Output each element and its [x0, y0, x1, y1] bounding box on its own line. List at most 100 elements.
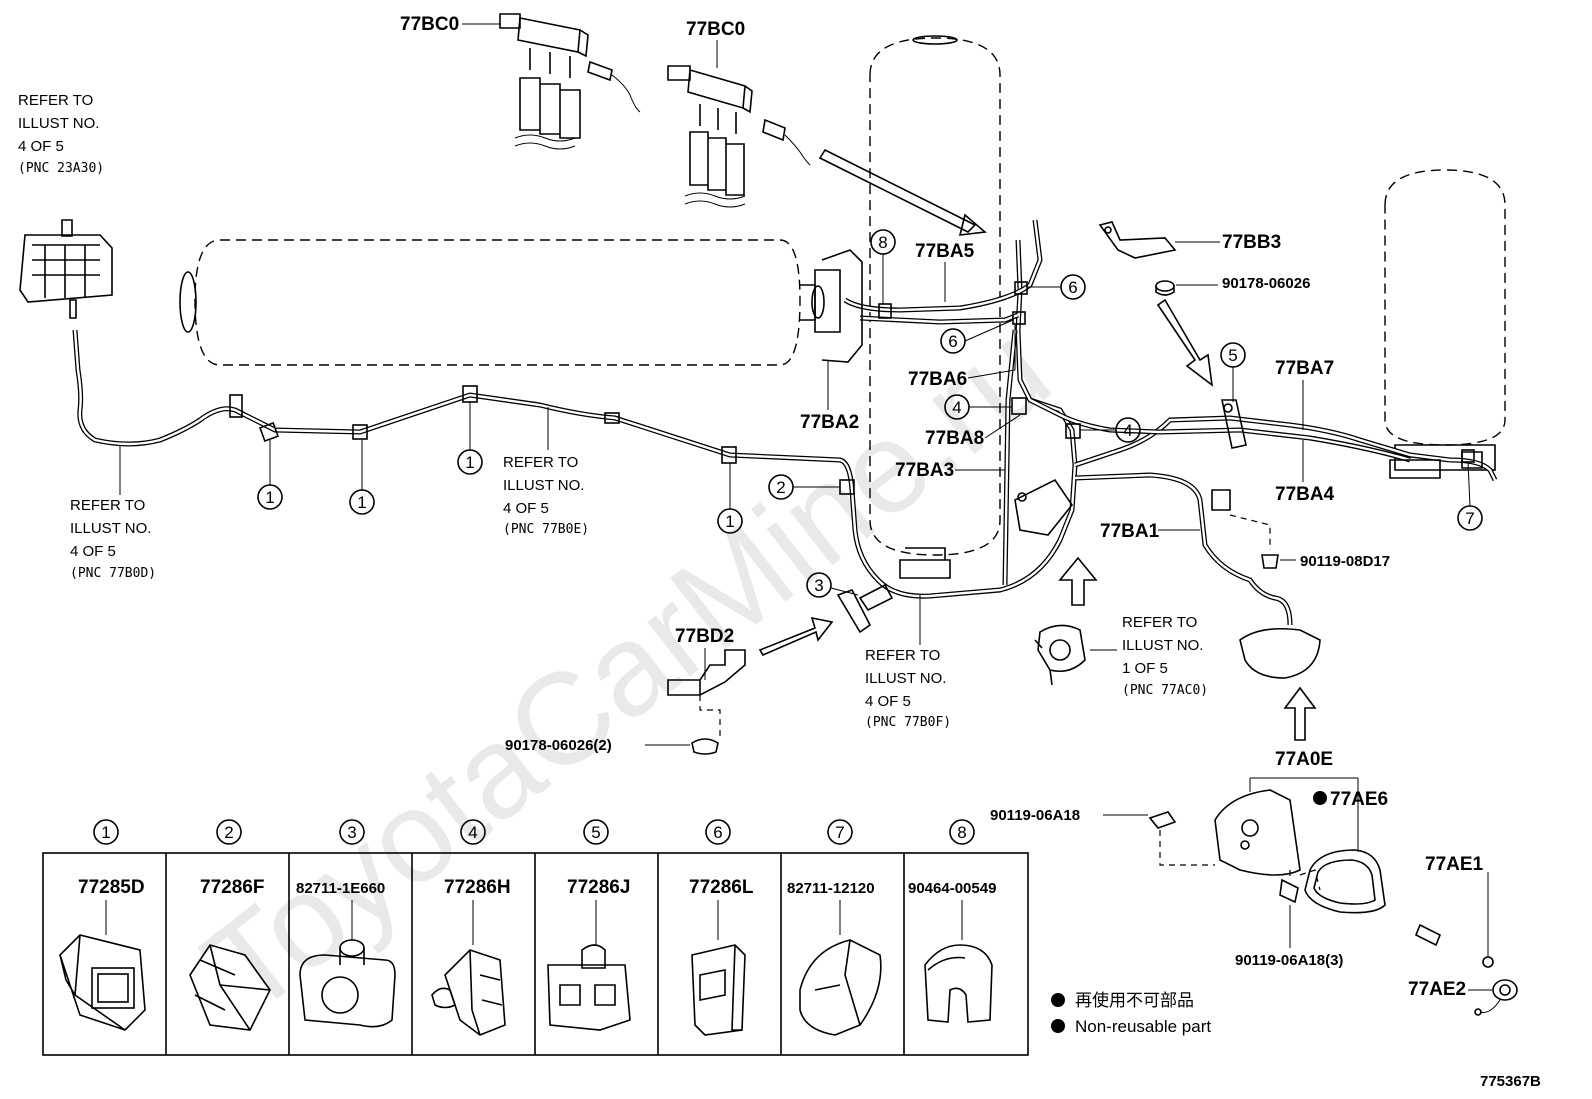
table-header-8: 8 [949, 819, 975, 845]
figure-id: 775367B [1480, 1073, 1541, 1090]
bracket-77bb3 [1098, 221, 1177, 259]
svg-text:ILLUST NO.: ILLUST NO. [865, 670, 946, 687]
svg-text:7: 7 [1465, 509, 1474, 528]
right-tank [1384, 169, 1506, 471]
callout-1b: 1 [349, 440, 375, 515]
main-hose-left [72, 329, 855, 491]
valve-block-left [19, 219, 113, 319]
svg-text:4 OF 5: 4 OF 5 [18, 138, 64, 155]
svg-text:2: 2 [224, 823, 233, 842]
table-part-4: 77286H [444, 877, 511, 898]
legend-jp: 再使用不可部品 [1075, 990, 1194, 1010]
svg-text:ILLUST NO.: ILLUST NO. [18, 115, 99, 132]
ref-77b0e: REFER TO ILLUST NO. 4 OF 5 (PNC 77B0E) [503, 407, 589, 537]
svg-text:(PNC 77B0E): (PNC 77B0E) [503, 522, 589, 537]
part-77ba5-label: 77BA5 [915, 241, 975, 262]
part-77ae2-label: 77AE2 [1408, 979, 1466, 1000]
svg-text:4: 4 [952, 398, 961, 417]
part-77bc0-label-a: 77BC0 [400, 14, 459, 35]
callout-1c: 1 [457, 402, 483, 475]
center-valve [899, 547, 951, 579]
svg-text:(PNC 23A30): (PNC 23A30) [18, 161, 104, 176]
part-77ba2-label: 77BA2 [800, 412, 859, 433]
svg-text:1: 1 [357, 493, 366, 512]
ref-77b0f: REFER TO ILLUST NO. 4 OF 5 (PNC 77B0F) [865, 595, 951, 730]
svg-text:8: 8 [957, 823, 966, 842]
svg-text:7: 7 [835, 823, 844, 842]
svg-text:1 OF 5: 1 OF 5 [1122, 660, 1168, 677]
callout-6a: 6 [1027, 274, 1086, 300]
callout-1a: 1 [257, 440, 283, 510]
connector-77ae2 [1474, 979, 1518, 1016]
left-tank [179, 239, 825, 366]
clip-77286h [431, 949, 506, 1036]
svg-text:1: 1 [265, 488, 274, 507]
svg-text:ILLUST NO.: ILLUST NO. [503, 477, 584, 494]
table-header-3: 3 [339, 819, 365, 845]
svg-text:4 OF 5: 4 OF 5 [70, 543, 116, 560]
svg-text:(PNC 77AC0): (PNC 77AC0) [1122, 683, 1208, 698]
clip-77286j [547, 944, 631, 1031]
svg-text:REFER TO: REFER TO [1122, 614, 1197, 631]
bracket-5 [1221, 399, 1247, 449]
non-reusable-legend-icon-2 [1051, 1019, 1065, 1033]
table-part-5: 77286J [567, 877, 630, 898]
table-part-2: 77286F [200, 877, 264, 898]
part-90119-06a18-label: 90119-06A18 [990, 807, 1080, 824]
svg-text:REFER TO: REFER TO [70, 497, 145, 514]
svg-text:3: 3 [814, 576, 823, 595]
callout-7: 7 [1457, 461, 1483, 531]
arrow-bd2 [758, 616, 834, 657]
non-reusable-mark-icon [1313, 791, 1327, 805]
bracket-77bd2 [667, 649, 746, 755]
part-77ba6-label: 77BA6 [908, 369, 967, 390]
part-77ba3-label: 77BA3 [895, 460, 954, 481]
svg-text:4: 4 [1123, 421, 1132, 440]
svg-text:ILLUST NO.: ILLUST NO. [1122, 637, 1203, 654]
hose-77ba3 [849, 239, 1078, 599]
svg-text:(PNC 77B0D): (PNC 77B0D) [70, 566, 156, 581]
callout-6b: 6 [940, 319, 1014, 354]
part-77bd2-label: 77BD2 [675, 626, 734, 647]
legend: 再使用不可部品 Non-reusable part [1051, 990, 1211, 1036]
table-part-numbers: 77285D 77286F 82711-1E660 77286H 77286J … [78, 877, 996, 945]
svg-text:4 OF 5: 4 OF 5 [865, 693, 911, 710]
hose-77ba7-77ba4 [1028, 397, 1498, 482]
svg-text:8: 8 [878, 233, 887, 252]
svg-text:REFER TO: REFER TO [503, 454, 578, 471]
seal-77ae6 [1304, 849, 1386, 914]
part-77ba1-label: 77BA1 [1100, 521, 1160, 542]
nut-06026-top [1155, 280, 1175, 296]
bolt-06a18 [1148, 811, 1215, 866]
part-77ae6-label: 77AE6 [1330, 789, 1388, 810]
part-77ba7-label: 77BA7 [1275, 358, 1334, 379]
callout-5: 5 [1220, 342, 1246, 402]
part-77ae1-label: 77AE1 [1425, 854, 1484, 875]
connector-77ae1 [1414, 872, 1494, 968]
table-headers: 1 2 3 4 5 6 7 8 [93, 819, 975, 845]
svg-text:2: 2 [776, 478, 785, 497]
part-77bb3-label: 77BB3 [1222, 232, 1281, 253]
watermark: ToyotaCarMine.ru [177, 295, 1075, 1042]
table-header-2: 2 [216, 819, 242, 845]
switch-assembly [1034, 624, 1086, 686]
clip-82711-12120 [799, 939, 882, 1036]
hose-77ba2 [814, 249, 863, 363]
svg-text:1: 1 [101, 823, 110, 842]
center-tank [869, 35, 1001, 556]
ref-77ac0: REFER TO ILLUST NO. 1 OF 5 (PNC 77AC0) [1090, 614, 1208, 698]
part-77ba4-label: 77BA4 [1275, 484, 1335, 505]
part-90178-06026-2-label: 90178-06026(2) [505, 737, 612, 754]
callout-8: 8 [870, 229, 896, 304]
part-90119-06a18-3-label: 90119-06A18(3) [1235, 952, 1343, 969]
arrow-bb3 [1156, 298, 1214, 387]
clip-82711-1e660 [299, 939, 396, 1028]
svg-text:1: 1 [465, 453, 474, 472]
part-90178-06026-label: 90178-06026 [1222, 275, 1310, 292]
part-77bc0-label-b: 77BC0 [686, 19, 745, 40]
clip-77286f [189, 944, 271, 1031]
svg-text:6: 6 [1068, 278, 1077, 297]
table-part-8: 90464-00549 [908, 880, 996, 897]
svg-text:(PNC 77B0F): (PNC 77B0F) [865, 715, 951, 730]
callout-1d: 1 [717, 463, 743, 534]
